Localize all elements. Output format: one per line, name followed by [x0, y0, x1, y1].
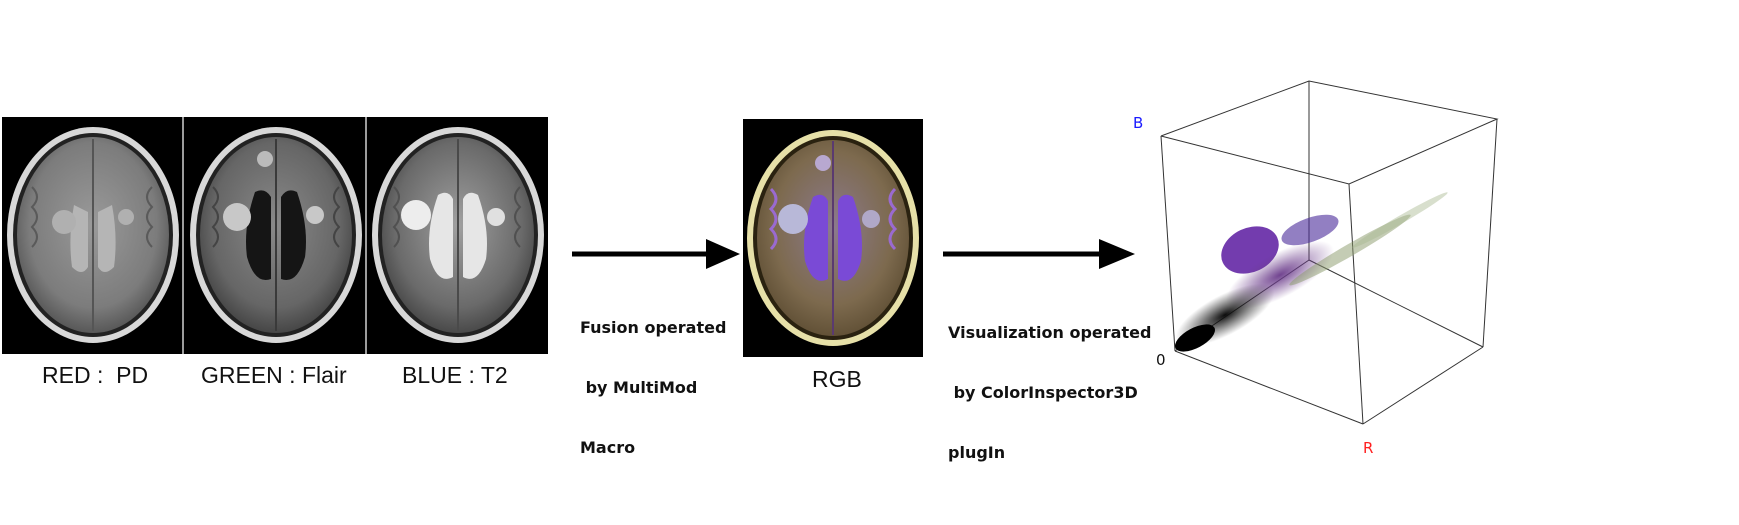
fusion-caption-line-3: Macro [580, 438, 636, 457]
arrow-visualization [943, 239, 1135, 269]
rgb-slice [747, 130, 919, 346]
axis-origin-label: 0 [1156, 351, 1166, 369]
color-cube-plot [1160, 80, 1499, 425]
cube-wireframe [1160, 80, 1499, 425]
fusion-caption-line-1: Fusion operated [580, 318, 727, 337]
color-point-cloud [1175, 192, 1448, 352]
visualization-caption: Visualization operated by ColorInspector… [948, 283, 1151, 483]
arrow-fusion [572, 239, 740, 269]
mri-slices-graphic [7, 117, 544, 354]
fusion-caption: Fusion operated by MultiMod Macro [580, 278, 726, 478]
visualization-caption-line-3: plugIn [948, 443, 1006, 462]
t2-label: BLUE : T2 [402, 362, 508, 388]
fusion-caption-line-2: by MultiMod [580, 378, 698, 397]
flair-label: GREEN : Flair [201, 362, 347, 388]
rgb-label: RGB [812, 366, 862, 392]
rgb-fused-panel [743, 119, 923, 357]
pd-slice [7, 127, 179, 343]
axis-b-label: B [1133, 114, 1144, 132]
axis-r-label: R [1363, 439, 1374, 457]
flair-slice [190, 127, 362, 343]
visualization-caption-line-2: by ColorInspector3D [948, 383, 1138, 402]
t2-slice [372, 127, 544, 343]
pd-label: RED : PD [42, 362, 149, 388]
mri-input-panel [2, 117, 548, 354]
visualization-caption-line-1: Visualization operated [948, 323, 1152, 342]
